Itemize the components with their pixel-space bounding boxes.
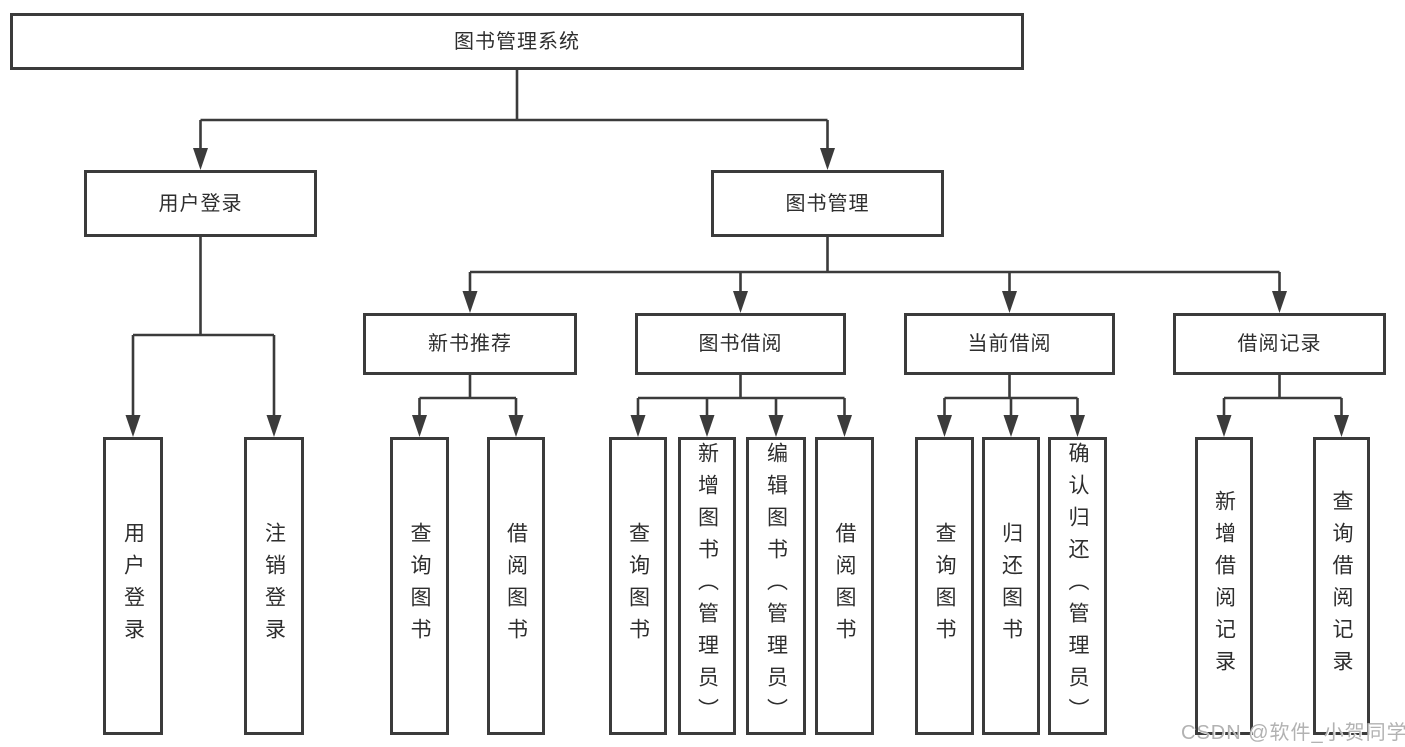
leaf-borrow-books: 借阅图书	[815, 437, 874, 735]
arrowhead-icon	[125, 415, 141, 437]
connector-bookmgmt-to-level3	[468, 237, 1281, 295]
connector-records-to-leaves	[1222, 375, 1343, 419]
leaf-query-books-recommend: 查询图书	[390, 437, 449, 735]
leaf-borrow-books-recommend: 借阅图书	[487, 437, 545, 735]
connector-newbooks-to-leaves	[418, 375, 518, 419]
leaf-return-books: 归还图书	[982, 437, 1040, 735]
arrowhead-icon	[1272, 291, 1287, 313]
arrowhead-icon	[837, 415, 852, 437]
arrowhead-icon	[266, 415, 282, 437]
node-root-system: 图书管理系统	[10, 13, 1024, 70]
arrowhead-icon	[1003, 415, 1019, 437]
leaf-logout: 注销登录	[244, 437, 304, 735]
leaf-query-borrow-record: 查询借阅记录	[1313, 437, 1370, 735]
arrowhead-icon	[1334, 415, 1349, 437]
connector-current-to-leaves	[943, 375, 1079, 419]
arrowhead-icon	[937, 415, 952, 437]
arrowhead-icon	[820, 148, 835, 170]
node-book-borrowing: 图书借阅	[635, 313, 846, 375]
node-borrow-records: 借阅记录	[1173, 313, 1386, 375]
node-user-login: 用户登录	[84, 170, 317, 237]
leaf-query-books-current: 查询图书	[915, 437, 974, 735]
leaf-confirm-return-admin: 确认归还（管理员）	[1048, 437, 1107, 735]
arrowhead-icon	[508, 415, 524, 437]
leaf-user-login: 用户登录	[103, 437, 163, 735]
arrowhead-icon	[1070, 415, 1085, 437]
connector-userlogin-to-leaves	[131, 237, 276, 419]
arrowhead-icon	[412, 415, 427, 437]
node-new-book-recommend: 新书推荐	[363, 313, 577, 375]
connector-root-to-level2	[199, 70, 829, 152]
arrowhead-icon	[1216, 415, 1232, 437]
node-current-borrowing: 当前借阅	[904, 313, 1115, 375]
leaf-add-borrow-record: 新增借阅记录	[1195, 437, 1253, 735]
node-book-management: 图书管理	[711, 170, 944, 237]
watermark: CSDN @软件_小贺同学	[1181, 722, 1405, 744]
arrowhead-icon	[630, 415, 646, 437]
arrowhead-icon	[699, 415, 715, 437]
leaf-query-books-borrowing: 查询图书	[609, 437, 667, 735]
arrowhead-icon	[193, 148, 208, 170]
arrowhead-icon	[768, 415, 784, 437]
leaf-edit-books-admin: 编辑图书（管理员）	[746, 437, 806, 735]
arrowheads	[125, 148, 1349, 437]
arrowhead-icon	[733, 291, 748, 313]
arrowhead-icon	[1002, 291, 1017, 313]
leaf-add-books-admin: 新增图书（管理员）	[678, 437, 736, 735]
connector-borrowing-to-leaves	[636, 375, 846, 419]
arrowhead-icon	[462, 291, 478, 313]
